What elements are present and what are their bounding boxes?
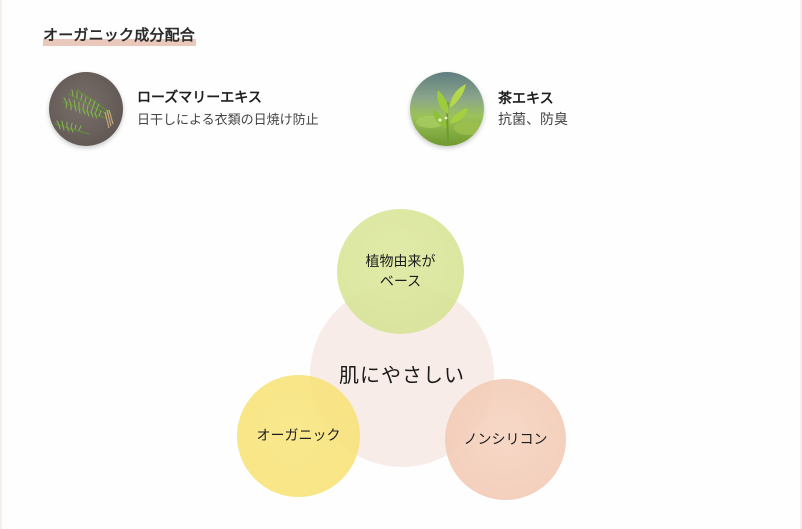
- ingredient-name: ローズマリーエキス: [137, 89, 262, 106]
- feature-label: ノンシリコン: [463, 431, 548, 448]
- rosemary-photo-icon: [49, 72, 123, 146]
- ingredient-description: 抗菌、防臭: [498, 111, 568, 128]
- ingredient-description: 日干しによる衣類の日焼け防止: [137, 112, 319, 128]
- feature-label: 植物由来が ベース: [365, 253, 436, 290]
- ingredient-name: 茶エキス: [498, 90, 554, 107]
- feature-label: オーガニック: [256, 428, 341, 444]
- rosemary-image: [49, 72, 123, 146]
- center-label: 肌にやさしい: [339, 362, 465, 387]
- ingredient-rosemary: ローズマリーエキス 日干しによる衣類の日焼け防止: [49, 71, 319, 147]
- tea-leaf-photo-icon: [410, 72, 484, 146]
- tea-text: 茶エキス 抗菌、防臭: [498, 89, 568, 130]
- feature-circle-organic: オーガニック: [237, 375, 360, 497]
- tea-image: [410, 72, 484, 146]
- rosemary-text: ローズマリーエキス 日干しによる衣類の日焼け防止: [137, 88, 319, 131]
- feature-circle-plant-based: 植物由来が ベース: [337, 209, 464, 334]
- feature-circle-non-silicone: ノンシリコン: [445, 379, 566, 500]
- section-title: オーガニック成分配合: [43, 26, 197, 46]
- ingredient-tea: 茶エキス 抗菌、防臭: [410, 71, 568, 147]
